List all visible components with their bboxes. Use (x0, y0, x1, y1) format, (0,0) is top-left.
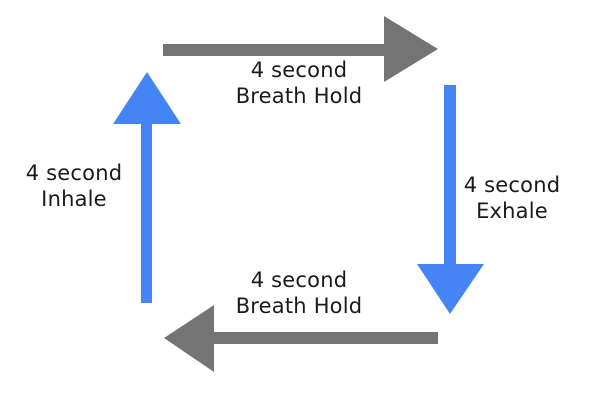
left-arrow-head (113, 72, 181, 124)
top-arrow-shaft (163, 44, 388, 56)
bottom-step-duration: 4 second (250, 268, 348, 292)
right-exhale-arrow (417, 85, 484, 314)
bottom-step-label: 4 second Breath Hold (224, 267, 374, 319)
left-step-label: 4 second Inhale (14, 160, 134, 212)
left-step-action: Inhale (41, 187, 107, 211)
left-arrow-shaft (141, 118, 152, 303)
bottom-step-action: Breath Hold (235, 294, 363, 318)
top-step-duration: 4 second (250, 58, 348, 82)
top-arrow-head (384, 16, 438, 82)
right-arrow-shaft (444, 85, 456, 270)
right-step-action: Exhale (476, 199, 548, 223)
right-arrow-head (417, 264, 484, 314)
left-inhale-arrow (113, 72, 181, 303)
right-step-duration: 4 second (463, 173, 561, 197)
top-hold-arrow (163, 16, 438, 82)
bottom-arrow-shaft (208, 332, 438, 344)
right-step-label: 4 second Exhale (452, 172, 572, 224)
top-step-label: 4 second Breath Hold (224, 57, 374, 109)
top-step-action: Breath Hold (235, 84, 363, 108)
bottom-hold-arrow (164, 305, 438, 372)
bottom-arrow-head (164, 305, 214, 372)
left-step-duration: 4 second (25, 161, 123, 185)
